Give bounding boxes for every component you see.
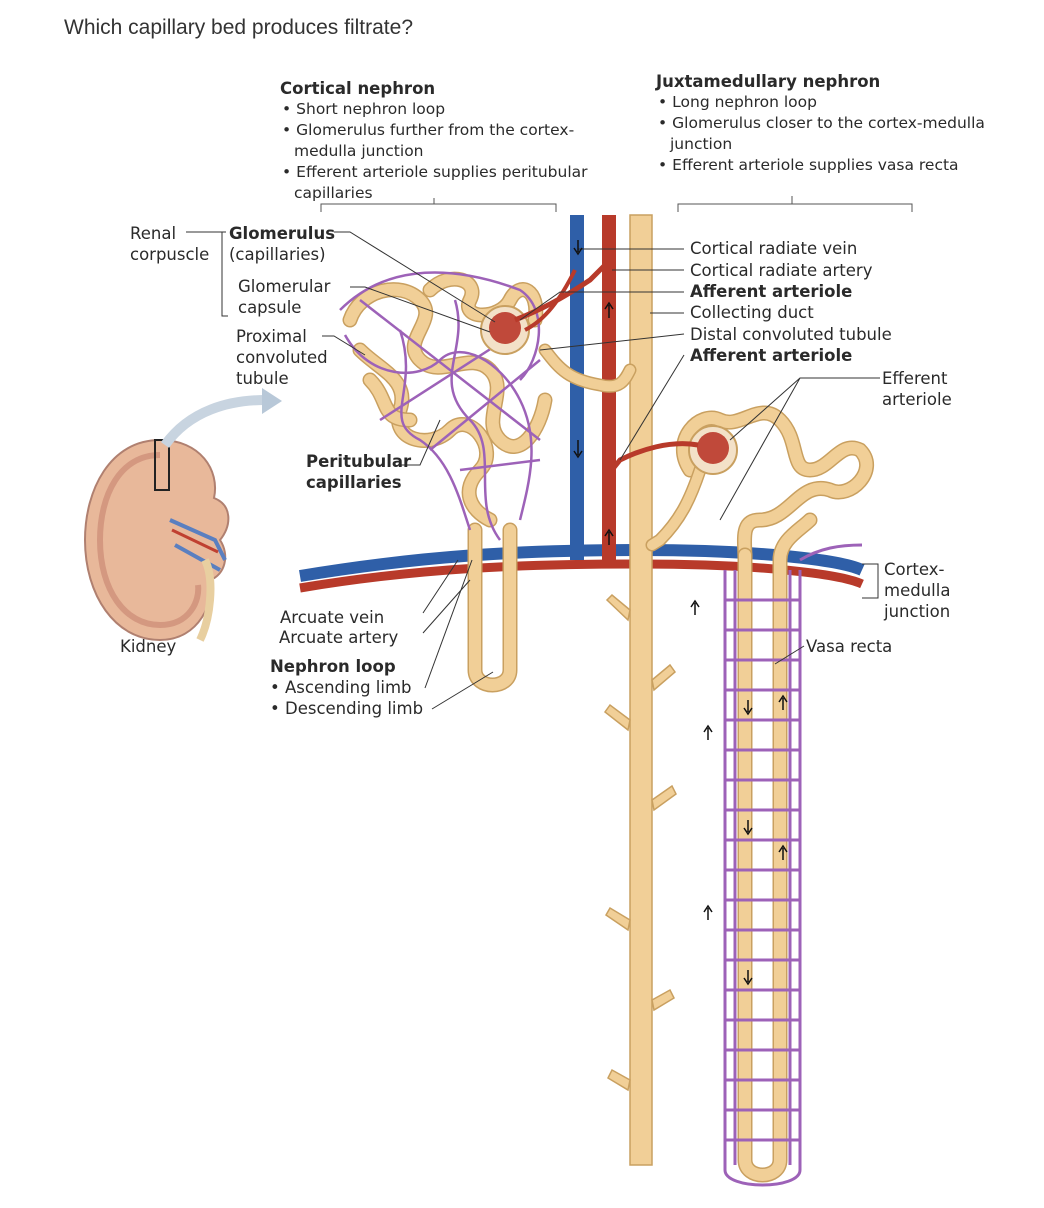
distal-tubule-label: Distal convoluted tubule [690, 325, 892, 344]
descending-limb-label: • Descending limb [270, 699, 424, 718]
efferent-arteriole-label: Efferent arteriole [882, 369, 952, 409]
nephron-loop-label: Nephron loop [270, 657, 396, 676]
glomerulus-title: Glomerulus [229, 224, 336, 243]
juxtamedullary-title: Juxtamedullary nephron [656, 72, 881, 91]
glomerulus-subtitle: (capillaries) [229, 245, 326, 264]
cortical-bullet: Efferent arteriole supplies peritubular … [280, 162, 610, 204]
glomerular-capsule-label: Glomerular capsule [238, 277, 331, 317]
juxta-glomerulus [610, 425, 738, 475]
peritubular-label: Peritubular capillaries [306, 452, 412, 492]
kidney-illustration [83, 438, 230, 642]
cortical-radiate-artery-label: Cortical radiate artery [690, 261, 873, 280]
vasa-recta-network [723, 543, 863, 1187]
juxta-bullet: Efferent arteriole supplies vasa recta [656, 155, 1016, 176]
juxta-bullet: Long nephron loop [656, 92, 1016, 113]
arcuate-artery-label: Arcuate artery [279, 628, 399, 647]
cortical-nephron-header: Cortical nephron Short nephron loop Glom… [280, 78, 610, 204]
cortical-radiate-vein-label: Cortical radiate vein [690, 239, 858, 258]
juxtamedullary-header: Juxtamedullary nephron Long nephron loop… [656, 71, 1016, 176]
descending-limb-text: Descending limb [284, 699, 424, 718]
cortical-nephron-title: Cortical nephron [280, 79, 436, 98]
ascending-limb-label: • Ascending limb [270, 678, 412, 697]
renal-corpuscle-label: Renal corpuscle [130, 224, 210, 264]
cortical-glomerulus [480, 263, 607, 355]
arcuate-vein [299, 543, 865, 582]
juxta-bullet: Glomerulus closer to the cortex-medulla … [656, 113, 1016, 155]
peritubular-capillary-network [339, 271, 541, 541]
kidney-label: Kidney [120, 637, 177, 656]
collecting-duct-label: Collecting duct [690, 303, 814, 322]
zoom-arrow [160, 395, 266, 449]
afferent-arteriole-label-2: Afferent arteriole [690, 346, 853, 365]
juxtamedullary-tubules [645, 405, 874, 1183]
leader-lines [186, 231, 880, 710]
cortical-bullet: Short nephron loop [280, 99, 610, 120]
question-text: Which capillary bed produces filtrate? [64, 16, 414, 39]
arcuate-vein-label: Arcuate vein [280, 608, 385, 627]
glomerulus-label: Glomerulus (capillaries) [229, 223, 335, 265]
cortical-radiate-vein [570, 215, 584, 560]
flow-arrows [573, 240, 788, 986]
arcuate-artery [299, 559, 864, 593]
afferent-arteriole-label: Afferent arteriole [690, 282, 853, 301]
proximal-tubule-label: Proximal convoluted tubule [236, 327, 328, 388]
cortical-nephron-tubules [342, 271, 637, 693]
cortical-bullet: Glomerulus further from the cortex-medul… [280, 120, 610, 162]
vasa-recta-label: Vasa recta [806, 637, 893, 656]
ascending-limb-text: Ascending limb [284, 678, 412, 697]
cortex-medulla-label: Cortex- medulla junction [884, 560, 951, 621]
